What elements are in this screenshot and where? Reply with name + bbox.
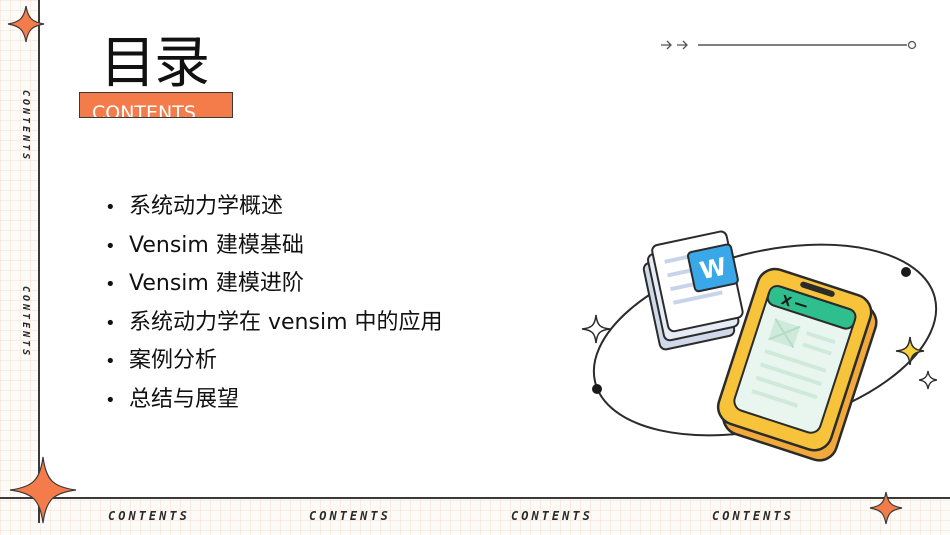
- word-document-icon: W: [642, 230, 744, 351]
- toc-item-label: 系统动力学在 vensim 中的应用: [129, 309, 443, 335]
- bottom-border-line: [0, 497, 950, 499]
- bottom-label-1: CONTENTS: [108, 509, 190, 523]
- toc-item[interactable]: • 总结与展望: [105, 381, 443, 420]
- page-title: 目录: [100, 31, 210, 96]
- left-border-line: [38, 0, 40, 523]
- toc-item[interactable]: • 案例分析: [105, 342, 443, 381]
- documents-illustration: W X: [581, 230, 938, 462]
- toc-item[interactable]: • Vensim 建模基础: [105, 227, 443, 266]
- bullet-icon: •: [105, 235, 116, 257]
- bottom-label-2: CONTENTS: [309, 509, 391, 523]
- toc-item[interactable]: • 系统动力学概述: [105, 188, 443, 227]
- toc-item[interactable]: • 系统动力学在 vensim 中的应用: [105, 304, 443, 343]
- bottom-label-3: CONTENTS: [511, 509, 593, 523]
- bullet-icon: •: [105, 389, 116, 411]
- orbit-dot: [901, 267, 911, 277]
- toc-item-label: Vensim 建模基础: [129, 232, 304, 258]
- toc-item-label: Vensim 建模进阶: [129, 271, 304, 296]
- orbit-dot: [592, 384, 602, 394]
- bullet-icon: •: [105, 351, 116, 372]
- toc-item-label: 总结与展望: [129, 386, 240, 412]
- toc-item[interactable]: • Vensim 建模进阶: [105, 265, 443, 304]
- sparkle-icon: [581, 314, 611, 344]
- excel-letter: X: [779, 293, 793, 310]
- excel-phone-icon: X: [716, 267, 878, 462]
- decorative-arrow-line: [661, 40, 917, 50]
- bullet-icon: •: [105, 274, 116, 295]
- toc-list: • 系统动力学概述 • Vensim 建模基础 • Vensim 建模进阶 • 系统动力…: [105, 188, 443, 419]
- word-letter: W: [697, 252, 729, 285]
- bottom-right-star-icon: [869, 491, 903, 525]
- bottom-label-4: CONTENTS: [712, 509, 794, 523]
- star-sparkle-icon: [7, 5, 45, 43]
- large-star-sparkle-icon: [9, 456, 77, 524]
- side-label-1: CONTENTS: [20, 90, 31, 163]
- toc-item-label: 系统动力学概述: [129, 194, 284, 219]
- side-label-2: CONTENTS: [20, 286, 31, 359]
- sparkle-icon: [895, 336, 925, 366]
- subtitle-text: CONTENTS: [92, 102, 196, 118]
- toc-item-label: 案例分析: [129, 348, 218, 373]
- bullet-icon: •: [105, 197, 116, 218]
- sparkle-icon: [918, 370, 938, 390]
- subtitle-badge: CONTENTS: [79, 92, 233, 118]
- bullet-icon: •: [105, 312, 116, 334]
